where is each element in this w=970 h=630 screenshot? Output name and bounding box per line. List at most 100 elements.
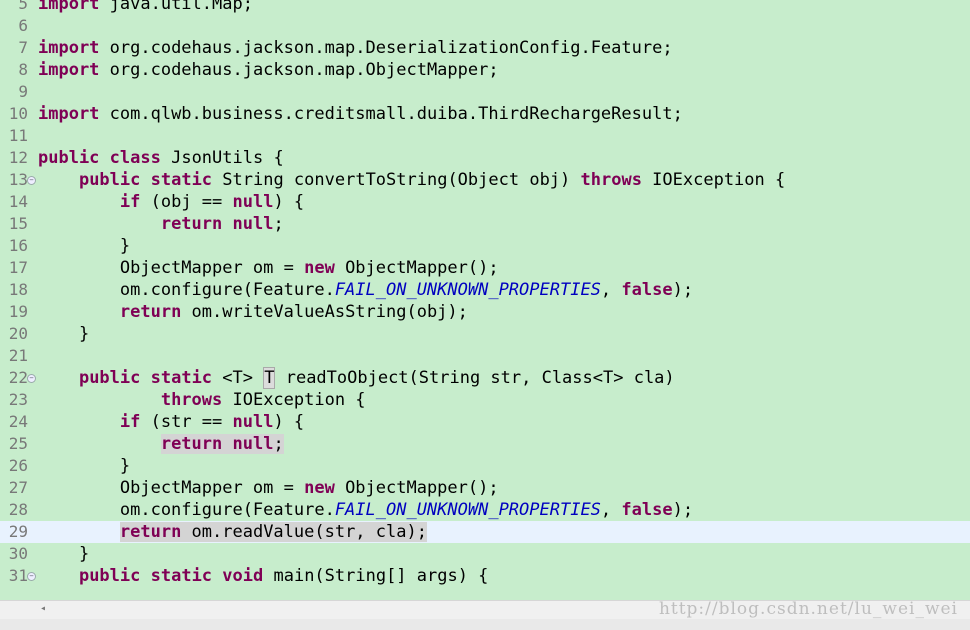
line-number: 25	[8, 434, 28, 453]
code-line[interactable]: 16 }	[0, 235, 970, 257]
code-line[interactable]: 15 return null;	[0, 213, 970, 235]
watermark: http://blog.csdn.net/lu_wei_wei	[658, 599, 958, 619]
code-line[interactable]: 14 if (obj == null) {	[0, 191, 970, 213]
code-token: com.qlwb.business.creditsmall.duiba.Thir…	[99, 104, 683, 124]
code-token: FAIL_ON_UNKNOWN_PROPERTIES	[334, 280, 601, 300]
code-line[interactable]: 11	[0, 125, 970, 147]
code-token: static	[150, 566, 213, 586]
code-token: om.configure(Feature.	[38, 500, 335, 520]
code-token: ObjectMapper();	[334, 478, 499, 498]
code-text: ObjectMapper om = new ObjectMapper();	[38, 477, 499, 499]
code-token: FAIL_ON_UNKNOWN_PROPERTIES	[334, 500, 601, 520]
code-token: import	[38, 60, 100, 80]
code-token: <T>	[212, 368, 264, 388]
line-number: 31	[8, 566, 28, 585]
line-number: 26	[8, 456, 28, 475]
status-strip	[0, 619, 970, 630]
code-line[interactable]: 27 ObjectMapper om = new ObjectMapper();	[0, 477, 970, 499]
code-line[interactable]: 9	[0, 81, 970, 103]
code-token: public	[78, 368, 141, 388]
code-line[interactable]: 24 if (str == null) {	[0, 411, 970, 433]
code-token: new	[304, 258, 335, 278]
code-token: return	[160, 214, 223, 234]
code-token: null	[232, 192, 274, 212]
line-number: 22	[8, 368, 28, 387]
line-number: 8	[18, 60, 28, 79]
line-number: 11	[8, 126, 28, 145]
code-line[interactable]: 21	[0, 345, 970, 367]
code-line[interactable]: 23 throws IOException {	[0, 389, 970, 411]
code-text: }	[38, 323, 89, 345]
code-token	[38, 170, 79, 190]
code-token: java.util.Map;	[99, 0, 253, 14]
code-line[interactable]: 28 om.configure(Feature.FAIL_ON_UNKNOWN_…	[0, 499, 970, 521]
code-token: main(String[] args) {	[263, 566, 489, 586]
code-line[interactable]: 29 return om.readValue(str, cla);	[0, 521, 970, 543]
code-token: return	[160, 434, 223, 454]
code-token: void	[222, 566, 264, 586]
code-token: return	[119, 522, 182, 542]
code-token: ObjectMapper om =	[38, 258, 305, 278]
code-token: (str ==	[140, 412, 233, 432]
code-line[interactable]: 25 return null;	[0, 433, 970, 455]
code-token: om.writeValueAsString(obj);	[181, 302, 468, 322]
code-text: return om.writeValueAsString(obj);	[38, 301, 468, 323]
code-line[interactable]: 18 om.configure(Feature.FAIL_ON_UNKNOWN_…	[0, 279, 970, 301]
code-line[interactable]: 22− public static <T> T readToObject(Str…	[0, 367, 970, 389]
code-line[interactable]: 26 }	[0, 455, 970, 477]
code-line[interactable]: 19 return om.writeValueAsString(obj);	[0, 301, 970, 323]
code-token	[38, 192, 120, 212]
line-number: 19	[8, 302, 28, 321]
code-token: import	[38, 104, 100, 124]
code-text: return null;	[38, 213, 284, 235]
line-number: 14	[8, 192, 28, 211]
code-token: static	[150, 368, 213, 388]
horizontal-scrollbar[interactable]: ◂	[0, 600, 970, 620]
code-token: new	[304, 478, 335, 498]
fold-toggle-icon[interactable]: −	[27, 176, 36, 185]
code-token: if	[119, 412, 141, 432]
line-number: 30	[8, 544, 28, 563]
code-text: }	[38, 543, 89, 565]
code-line[interactable]: 13− public static String convertToString…	[0, 169, 970, 191]
code-token: ObjectMapper om =	[38, 478, 305, 498]
code-token: }	[38, 324, 90, 344]
line-number: 27	[8, 478, 28, 497]
code-line[interactable]: 8 import org.codehaus.jackson.map.ObjectM…	[0, 59, 970, 81]
code-token	[38, 368, 79, 388]
code-text: return null;	[38, 433, 284, 455]
code-token	[38, 412, 120, 432]
code-text: import org.codehaus.jackson.map.ObjectMa…	[38, 59, 499, 81]
code-token: ,	[600, 280, 622, 300]
code-token	[140, 170, 150, 190]
code-line[interactable]: 20 }	[0, 323, 970, 345]
code-line[interactable]: 31− public static void main(String[] arg…	[0, 565, 970, 587]
scroll-left-icon[interactable]: ◂	[40, 603, 47, 614]
code-line[interactable]: 30 }	[0, 543, 970, 565]
code-token: JsonUtils {	[160, 148, 284, 168]
code-token	[38, 434, 161, 454]
code-line[interactable]: 17 ObjectMapper om = new ObjectMapper();	[0, 257, 970, 279]
code-text: return om.readValue(str, cla);	[38, 521, 427, 543]
code-text: import java.util.Map;	[38, 0, 253, 15]
code-line[interactable]: 6	[0, 15, 970, 37]
code-token	[38, 214, 161, 234]
code-token	[140, 566, 150, 586]
code-text: }	[38, 455, 130, 477]
code-token: static	[150, 170, 213, 190]
code-token	[140, 368, 150, 388]
fold-toggle-icon[interactable]: −	[27, 572, 36, 581]
line-number: 28	[8, 500, 28, 519]
fold-toggle-icon[interactable]: −	[27, 374, 36, 383]
code-token: }	[38, 236, 131, 256]
line-number: 23	[8, 390, 28, 409]
code-text: if (str == null) {	[38, 411, 304, 433]
code-token: readToObject(String str, Class<T> cla)	[275, 368, 675, 388]
code-text: ObjectMapper om = new ObjectMapper();	[38, 257, 499, 279]
code-token: null	[232, 214, 274, 234]
